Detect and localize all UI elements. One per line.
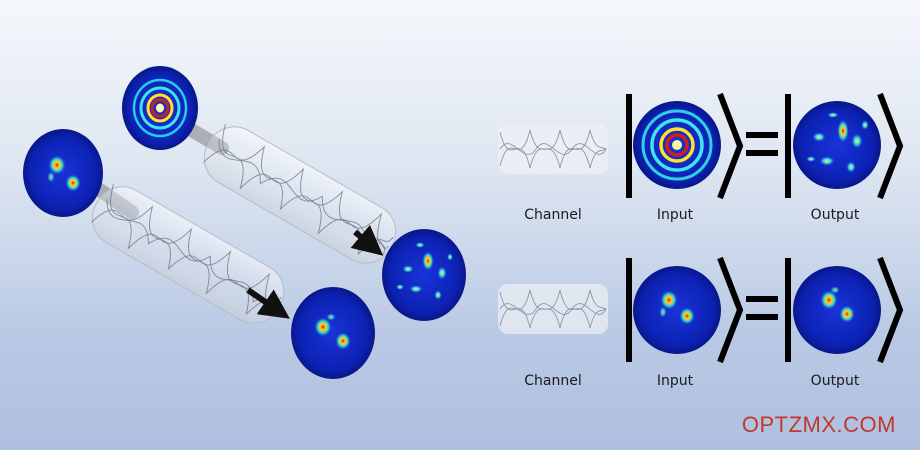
row1-output-label: Output bbox=[810, 207, 860, 223]
row2-output-focused-pattern bbox=[793, 266, 881, 354]
equation-row-2 bbox=[498, 256, 904, 364]
upper-output-arrow bbox=[350, 224, 384, 256]
row1-out-ket-right-angle bbox=[877, 92, 904, 200]
lower-fiber-channel bbox=[81, 175, 290, 324]
row1-equals-sign bbox=[746, 132, 778, 156]
row2-out-ket-left-bar bbox=[785, 258, 791, 362]
row1-ket-left-bar bbox=[626, 94, 632, 198]
row1-output-speckle-pattern bbox=[793, 101, 881, 189]
row2-out-ket-right-angle bbox=[877, 256, 904, 364]
row2-ket-left-bar bbox=[626, 258, 632, 362]
row2-input-focused-pattern bbox=[633, 266, 721, 354]
row1-out-ket-left-bar bbox=[785, 94, 791, 198]
row2-channel-label: Channel bbox=[524, 373, 582, 389]
watermark: OPTZMX.COM bbox=[741, 412, 896, 437]
row2-ket-right-angle bbox=[717, 256, 744, 364]
equation-row-1 bbox=[498, 92, 904, 200]
row2-output-label: Output bbox=[810, 373, 860, 389]
upper-input-ring-pattern bbox=[122, 66, 198, 150]
row1-input-label: Input bbox=[656, 207, 694, 223]
row2-equals-sign bbox=[746, 296, 778, 320]
upper-fiber-channel bbox=[181, 121, 397, 264]
lower-output-arrow bbox=[246, 287, 290, 319]
row1-channel-coil bbox=[498, 124, 608, 174]
lower-output-focused-pattern bbox=[291, 287, 375, 379]
upper-output-speckle-pattern bbox=[382, 229, 466, 321]
lower-input-focused-pattern bbox=[23, 129, 103, 217]
row1-ket-right-angle bbox=[717, 92, 744, 200]
row1-input-ring-pattern bbox=[633, 101, 721, 189]
row2-channel-coil bbox=[498, 284, 608, 334]
row2-input-label: Input bbox=[656, 373, 694, 389]
row1-channel-label: Channel bbox=[524, 207, 582, 223]
